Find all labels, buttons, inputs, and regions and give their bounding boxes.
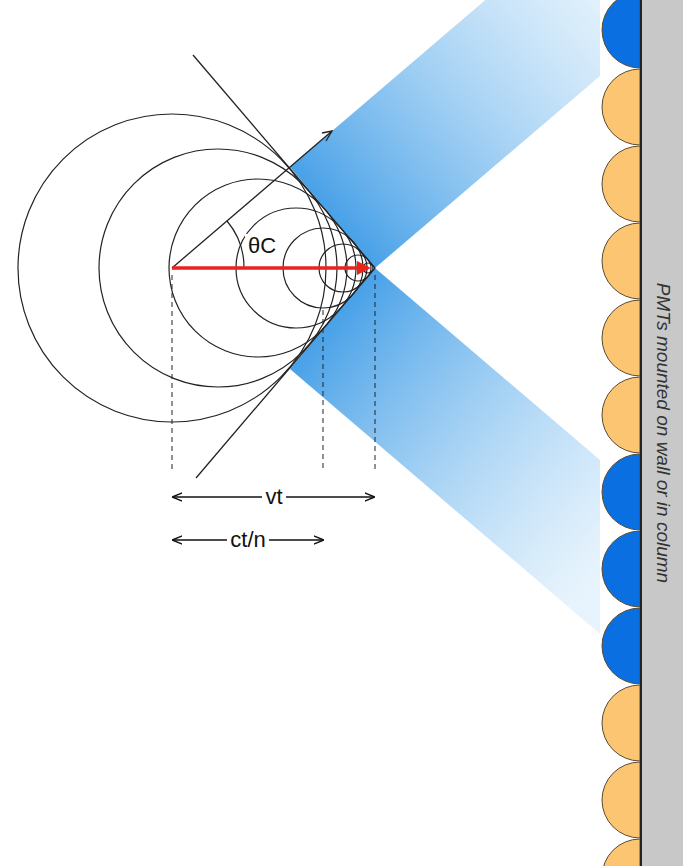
photon-arrowhead [322,131,332,141]
wavefront-circles [18,114,373,422]
angle-arc [227,221,244,268]
dimension-label: ct/n [227,528,268,552]
dimension-label: vt [262,485,285,509]
cone-line [193,55,375,268]
wall-caption: PMTs mounted on wall or in column [652,283,674,583]
pmt-array [602,0,640,866]
angle-label: θC [245,234,279,258]
dimension-guides [172,275,375,472]
light-band [290,268,600,634]
wall-band: PMTs mounted on wall or in column [640,0,683,866]
light-band [290,0,600,268]
particle-track [172,266,368,270]
cone-line [196,268,375,478]
photon-direction [172,131,332,268]
